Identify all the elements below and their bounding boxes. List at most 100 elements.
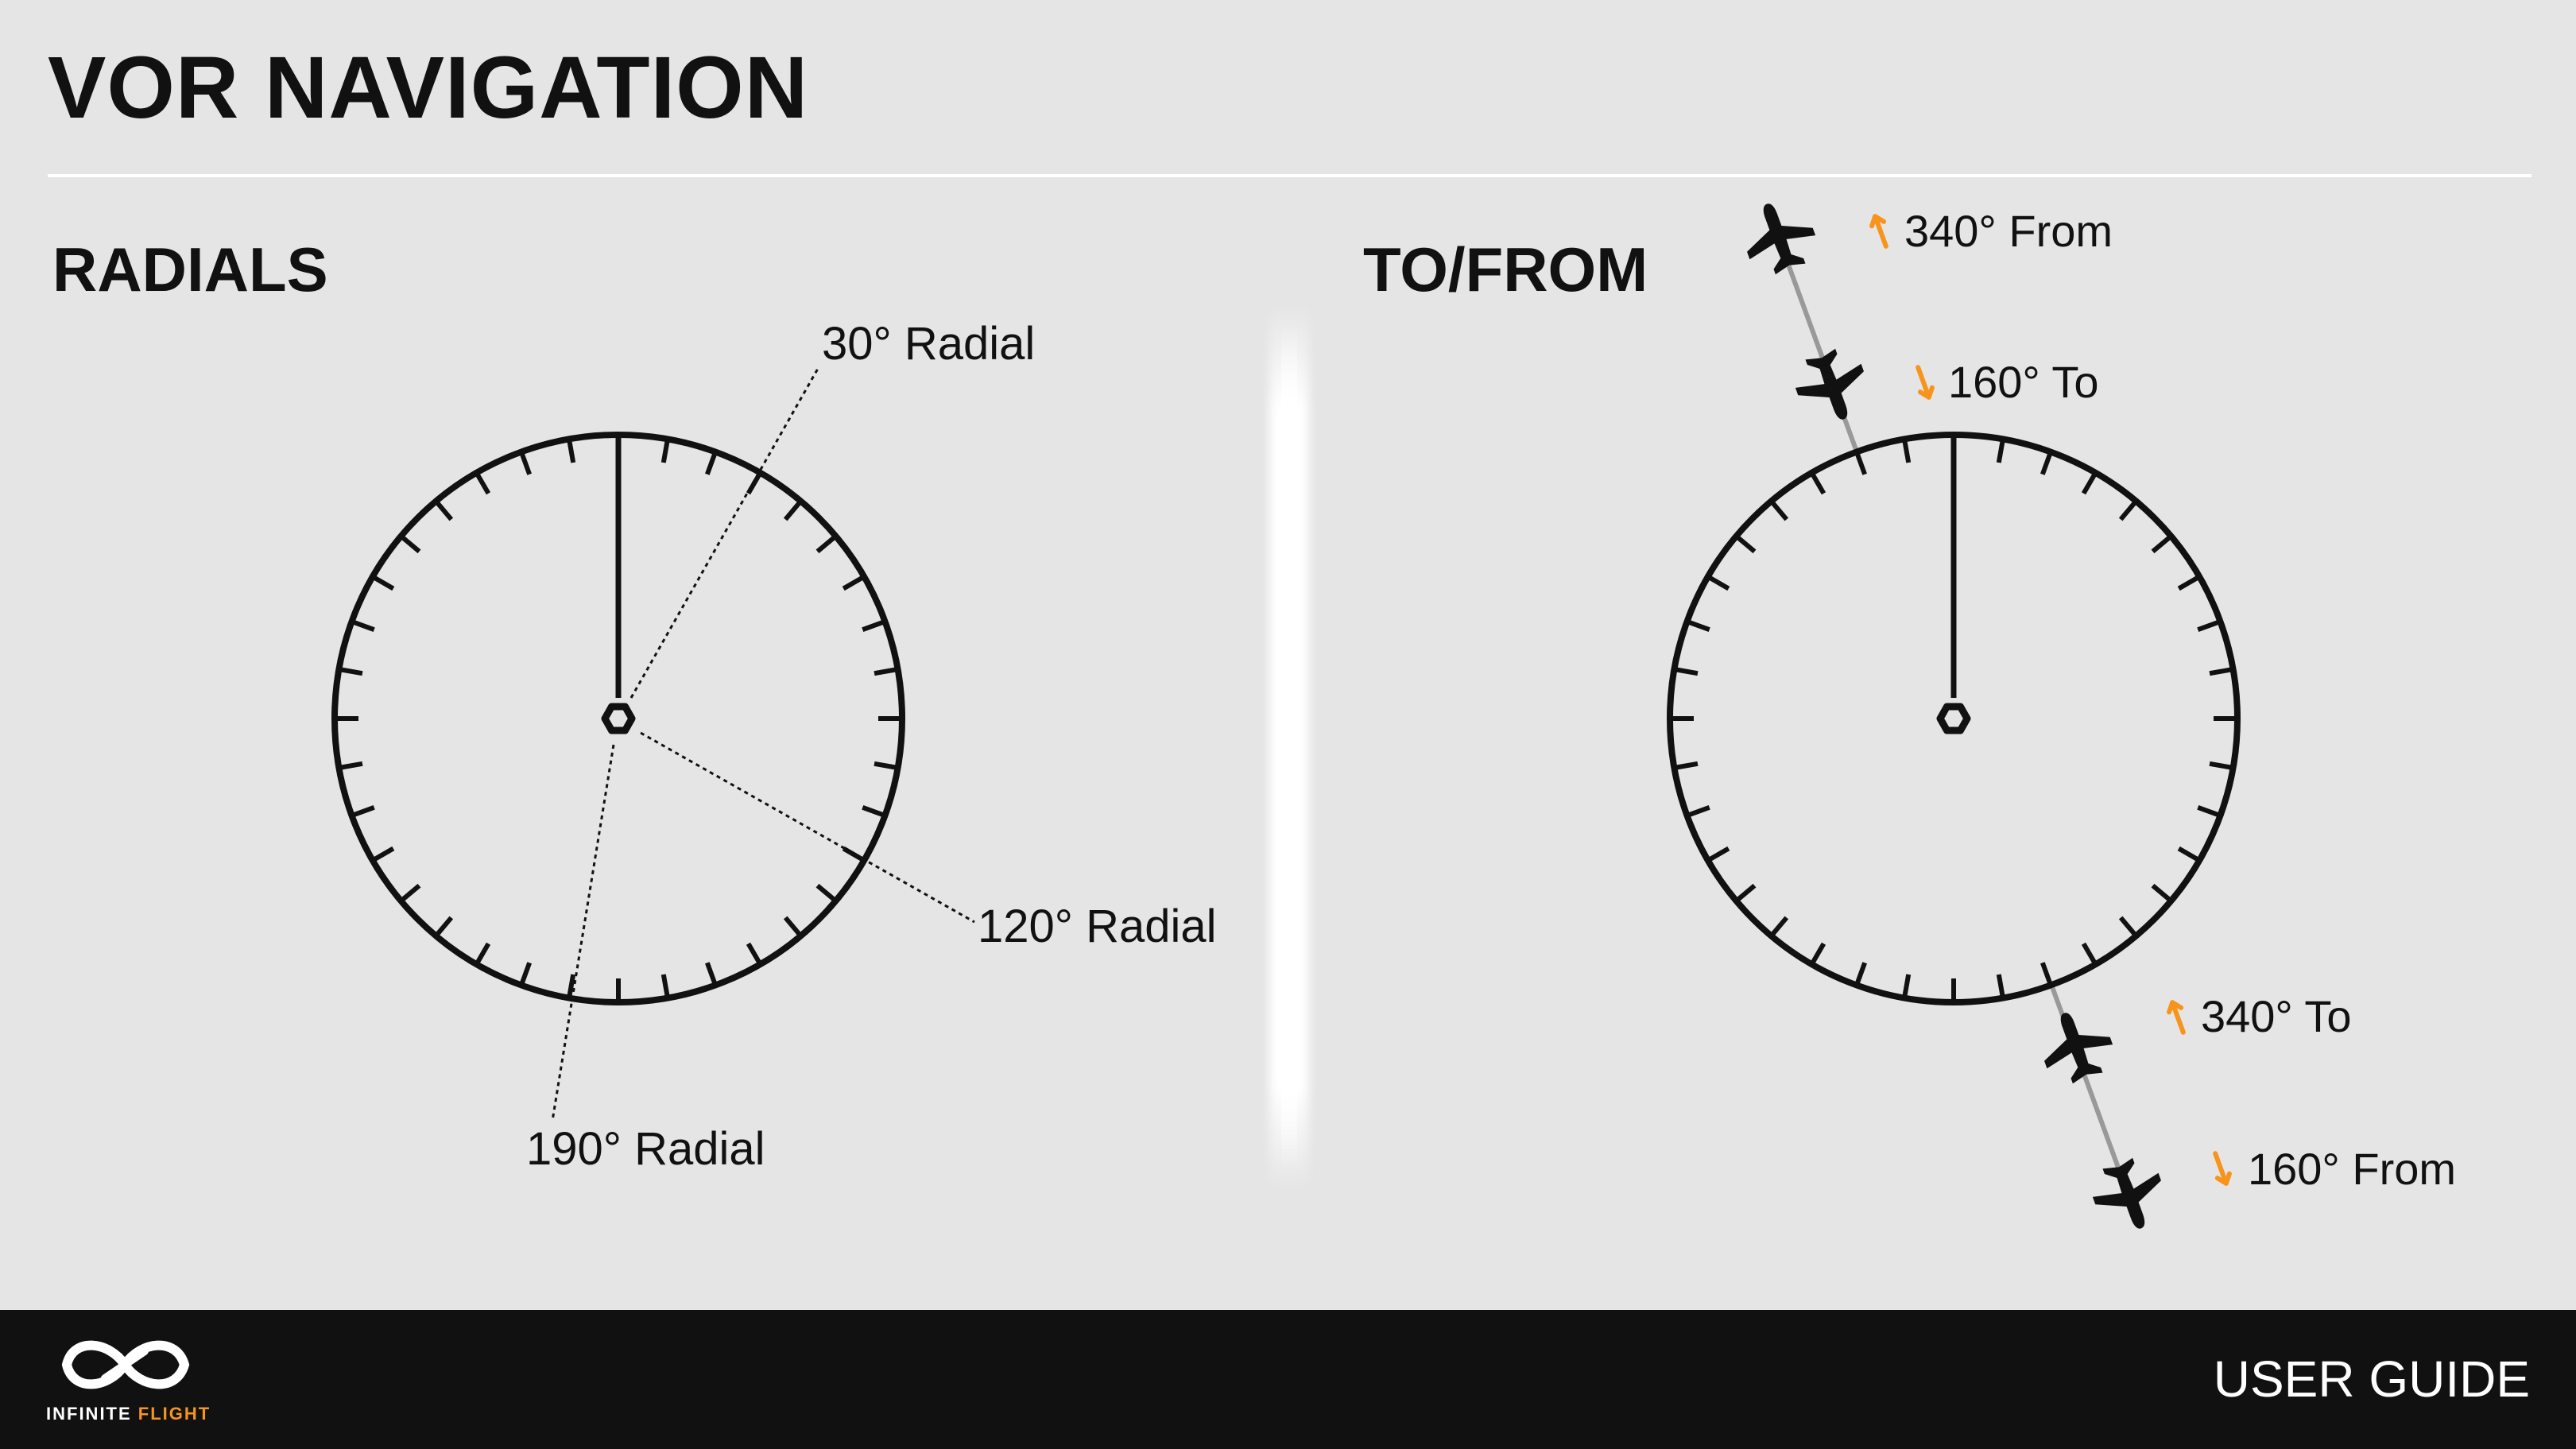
title-divider — [48, 174, 2531, 177]
vor-hexagon-icon — [601, 703, 636, 734]
compass-tick — [2118, 916, 2138, 938]
label-340-from: 340° From — [1904, 206, 2113, 256]
section-heading-tofrom: TO/FROM — [1363, 234, 1648, 304]
compass-tick — [2209, 761, 2234, 770]
compass-tick — [746, 942, 763, 966]
label-160-to: 160° To — [1948, 357, 2099, 407]
compass-tick — [1673, 667, 1699, 676]
label-160-from: 160° From — [2248, 1144, 2456, 1194]
compass-tick — [2081, 942, 2098, 966]
compass-tick — [2177, 574, 2201, 591]
compass-tick — [705, 451, 718, 475]
compass-tick — [815, 534, 838, 554]
arrow-up-icon — [1869, 214, 1888, 249]
airplane-icon — [1787, 342, 1877, 432]
section-divider — [1281, 326, 1297, 1168]
compass-tick — [371, 846, 395, 863]
compass-tick — [2040, 451, 2053, 475]
compass-tick — [1854, 451, 1867, 475]
compass-tick — [399, 534, 421, 554]
compass-tick — [862, 619, 886, 632]
compass-tick — [705, 962, 718, 986]
compass-tick — [351, 619, 375, 632]
compass-tick — [862, 805, 886, 818]
compass-tick — [338, 761, 363, 770]
compass-tick — [338, 667, 363, 676]
brand-name-second: FLIGHT — [138, 1404, 211, 1424]
compass-tick — [2197, 805, 2222, 818]
compass-tick — [399, 883, 421, 903]
compass-tick — [1686, 805, 1710, 818]
user-guide-label: USER GUIDE — [2213, 1350, 2530, 1408]
compass-tick — [2197, 619, 2222, 632]
compass-tick — [1686, 619, 1710, 632]
compass-tick — [842, 846, 866, 863]
infinite-flight-logo-icon — [61, 1340, 190, 1389]
compass-tick — [2081, 471, 2098, 495]
compass-tick — [842, 574, 866, 591]
radial-label-120: 120° Radial — [978, 901, 1217, 952]
brand-wordmark: INFINITE FLIGHT — [46, 1404, 211, 1424]
airplane-icon — [2031, 1001, 2121, 1091]
compass-tick — [1809, 942, 1826, 966]
radial-line-190 — [551, 744, 615, 1122]
compass-tick — [2118, 499, 2138, 521]
radials-compass-rose — [331, 432, 905, 1005]
vor-hexagon-icon — [1936, 703, 1971, 734]
brand-name-first: INFINITE — [46, 1404, 132, 1424]
radial-label-30: 30° Radial — [822, 318, 1035, 370]
compass-tick — [2177, 846, 2201, 863]
arrow-down-icon — [1916, 365, 1935, 400]
compass-tick — [1809, 471, 1826, 495]
page-title: VOR NAVIGATION — [48, 39, 809, 137]
compass-tick — [474, 942, 491, 966]
compass-tick — [1734, 534, 1757, 554]
compass-tick — [434, 916, 454, 938]
compass-ticks — [335, 438, 902, 1002]
airplane-icon — [1733, 192, 1824, 281]
compass-tick — [519, 962, 532, 986]
section-heading-radials: RADIALS — [52, 234, 328, 304]
compass-ticks — [1670, 438, 2237, 1002]
radial-line-120 — [640, 731, 975, 924]
compass-tick — [567, 974, 576, 999]
compass-tick — [660, 974, 670, 999]
compass-tick — [2151, 883, 2173, 903]
compass-tick — [874, 667, 899, 676]
radial-line-30 — [629, 366, 820, 699]
compass-tick — [519, 451, 532, 475]
airplane-icon — [2084, 1151, 2175, 1241]
compass-tick — [2151, 534, 2173, 554]
compass-tick — [1734, 883, 1757, 903]
radial-lines — [551, 366, 975, 1122]
compass-tick — [474, 471, 491, 495]
compass-tick — [2209, 667, 2234, 676]
compass-tick — [783, 499, 803, 521]
compass-tick — [1706, 574, 1730, 591]
compass-tick — [1902, 438, 1912, 463]
footer-bar — [0, 1310, 2576, 1449]
compass-tick — [1902, 974, 1912, 999]
compass-tick — [1996, 974, 2005, 999]
compass-tick — [2040, 962, 2053, 986]
compass-tick — [351, 805, 375, 818]
compass-tick — [783, 916, 803, 938]
arrow-down-icon — [2213, 1151, 2232, 1186]
compass-tick — [1706, 846, 1730, 863]
vor-diagram: 30° Radial 120° Radial 190° Radial 340° … — [331, 192, 2456, 1241]
compass-tick — [874, 761, 899, 770]
compass-tick — [434, 499, 454, 521]
compass-tick — [567, 438, 576, 463]
compass-tick — [660, 438, 670, 463]
compass-tick — [1854, 962, 1867, 986]
arrow-up-icon — [2167, 1000, 2186, 1035]
compass-tick — [1996, 438, 2005, 463]
compass-tick — [1769, 916, 1789, 938]
label-340-to: 340° To — [2201, 991, 2352, 1041]
compass-tick — [371, 574, 395, 591]
radial-label-190: 190° Radial — [526, 1123, 765, 1175]
compass-tick — [1769, 499, 1789, 521]
compass-tick — [1673, 761, 1699, 770]
compass-tick — [815, 883, 838, 903]
tofrom-compass-rose — [1667, 432, 2241, 1005]
